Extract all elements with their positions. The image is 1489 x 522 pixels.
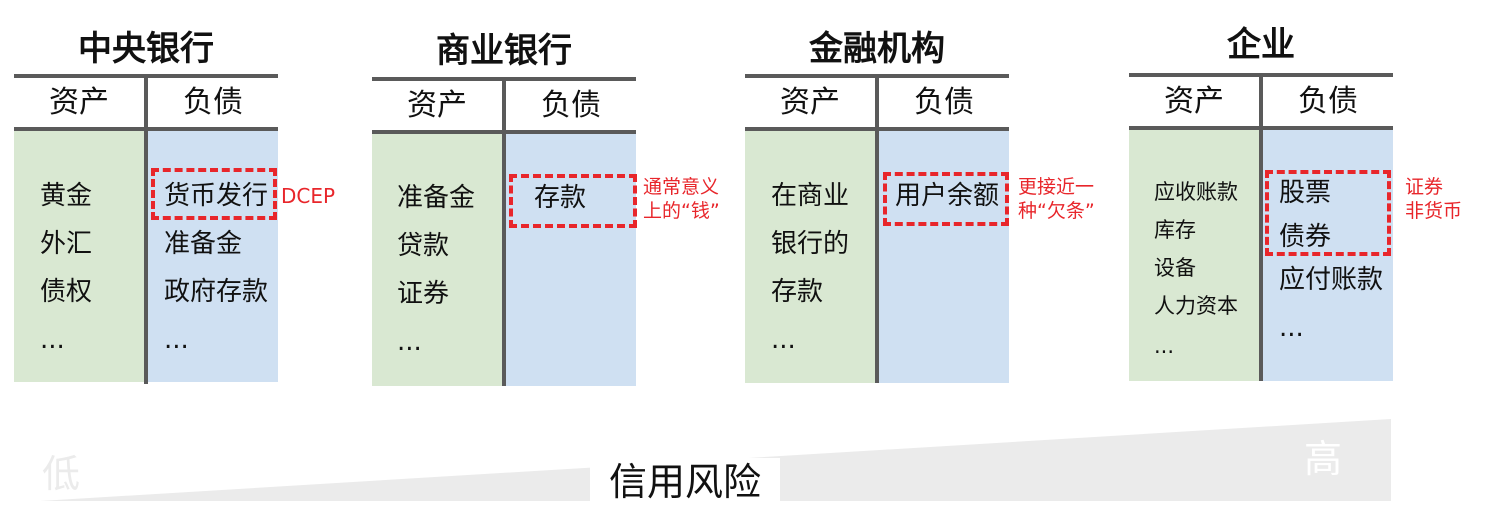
- highlight-box: [883, 172, 1009, 226]
- column-divider: [875, 76, 879, 383]
- sheet-financial-institution: 金融机构 资产 负债 在商业 银行的 存款 ... 用户余额: [745, 0, 1009, 390]
- asset-column: [14, 131, 144, 382]
- risk-low-label: 低: [42, 452, 81, 496]
- asset-item: 设备: [1154, 256, 1196, 280]
- highlight-note: DCEP: [281, 184, 336, 208]
- highlight-box: [509, 174, 637, 228]
- asset-item: 银行的: [771, 229, 850, 259]
- liability-item: 准备金: [164, 229, 243, 259]
- highlight-box: [151, 168, 277, 220]
- credit-risk-label: 信用风险: [590, 458, 780, 506]
- liability-item: 债券: [1279, 222, 1332, 252]
- liability-item: ...: [164, 325, 189, 355]
- asset-item: 证券: [397, 279, 450, 309]
- sheet-title: 商业银行: [436, 31, 572, 71]
- asset-item: ...: [397, 327, 422, 357]
- asset-item: 人力资本: [1154, 294, 1238, 318]
- sheet-enterprise: 企业 资产 负债 应收账款 库存 设备 人力资本 ... 股票 债券 应付账款 …: [1129, 0, 1393, 390]
- column-divider: [1259, 75, 1263, 381]
- asset-item: ...: [1154, 334, 1175, 358]
- asset-item: 库存: [1154, 218, 1196, 242]
- asset-item: 黄金: [40, 181, 93, 211]
- liability-column: [148, 131, 278, 382]
- asset-header: 资产: [780, 85, 840, 120]
- asset-column: [1129, 130, 1259, 381]
- liability-item: 用户余额: [895, 181, 1000, 211]
- asset-item: 存款: [771, 277, 824, 307]
- column-divider: [144, 76, 148, 384]
- highlight-box: [1265, 170, 1391, 256]
- highlight-note: 非货币: [1405, 200, 1463, 222]
- liability-header: 负债: [914, 85, 974, 120]
- asset-item: 准备金: [397, 183, 476, 213]
- highlight-note: 上的“钱”: [643, 200, 720, 222]
- risk-high-label: 高: [1304, 437, 1343, 481]
- asset-header: 资产: [1164, 84, 1224, 119]
- liability-item: 政府存款: [164, 277, 269, 307]
- highlight-note: 种“欠条”: [1018, 200, 1095, 222]
- asset-item: 贷款: [397, 231, 450, 261]
- highlight-note: 通常意义: [643, 176, 720, 198]
- sheet-commercial-bank: 商业银行 资产 负债 准备金 贷款 证券 ... 存款: [372, 0, 637, 390]
- liability-header: 负债: [183, 85, 243, 120]
- liability-item: 货币发行: [164, 181, 269, 211]
- asset-item: ...: [40, 325, 65, 355]
- liability-item: 股票: [1279, 178, 1332, 208]
- asset-item: 债权: [40, 277, 93, 307]
- sheet-central-bank: 中央银行 资产 负债 黄金 外汇 债权 ... 货币发行 准备金 政府存款 ..…: [14, 0, 278, 390]
- highlight-note: 更接近一: [1018, 176, 1095, 198]
- liability-column: [879, 131, 1009, 383]
- asset-item: 在商业: [771, 181, 850, 211]
- asset-column: [372, 134, 502, 386]
- asset-item: 外汇: [40, 229, 93, 259]
- sheet-title: 企业: [1227, 25, 1295, 65]
- liability-item: 应付账款: [1279, 265, 1384, 295]
- liability-column: [506, 134, 636, 386]
- asset-item: 应收账款: [1154, 180, 1238, 204]
- asset-item: ...: [771, 325, 796, 355]
- column-divider: [502, 79, 506, 386]
- liability-header: 负债: [541, 88, 601, 123]
- asset-column: [745, 131, 875, 383]
- asset-header: 资产: [407, 88, 467, 123]
- asset-header: 资产: [49, 85, 109, 120]
- highlight-note: 证券: [1405, 176, 1444, 198]
- liability-header: 负债: [1298, 84, 1358, 119]
- liability-item: ...: [1279, 313, 1304, 343]
- sheet-title: 金融机构: [809, 29, 945, 69]
- sheet-title: 中央银行: [78, 29, 214, 69]
- liability-item: 存款: [534, 183, 587, 213]
